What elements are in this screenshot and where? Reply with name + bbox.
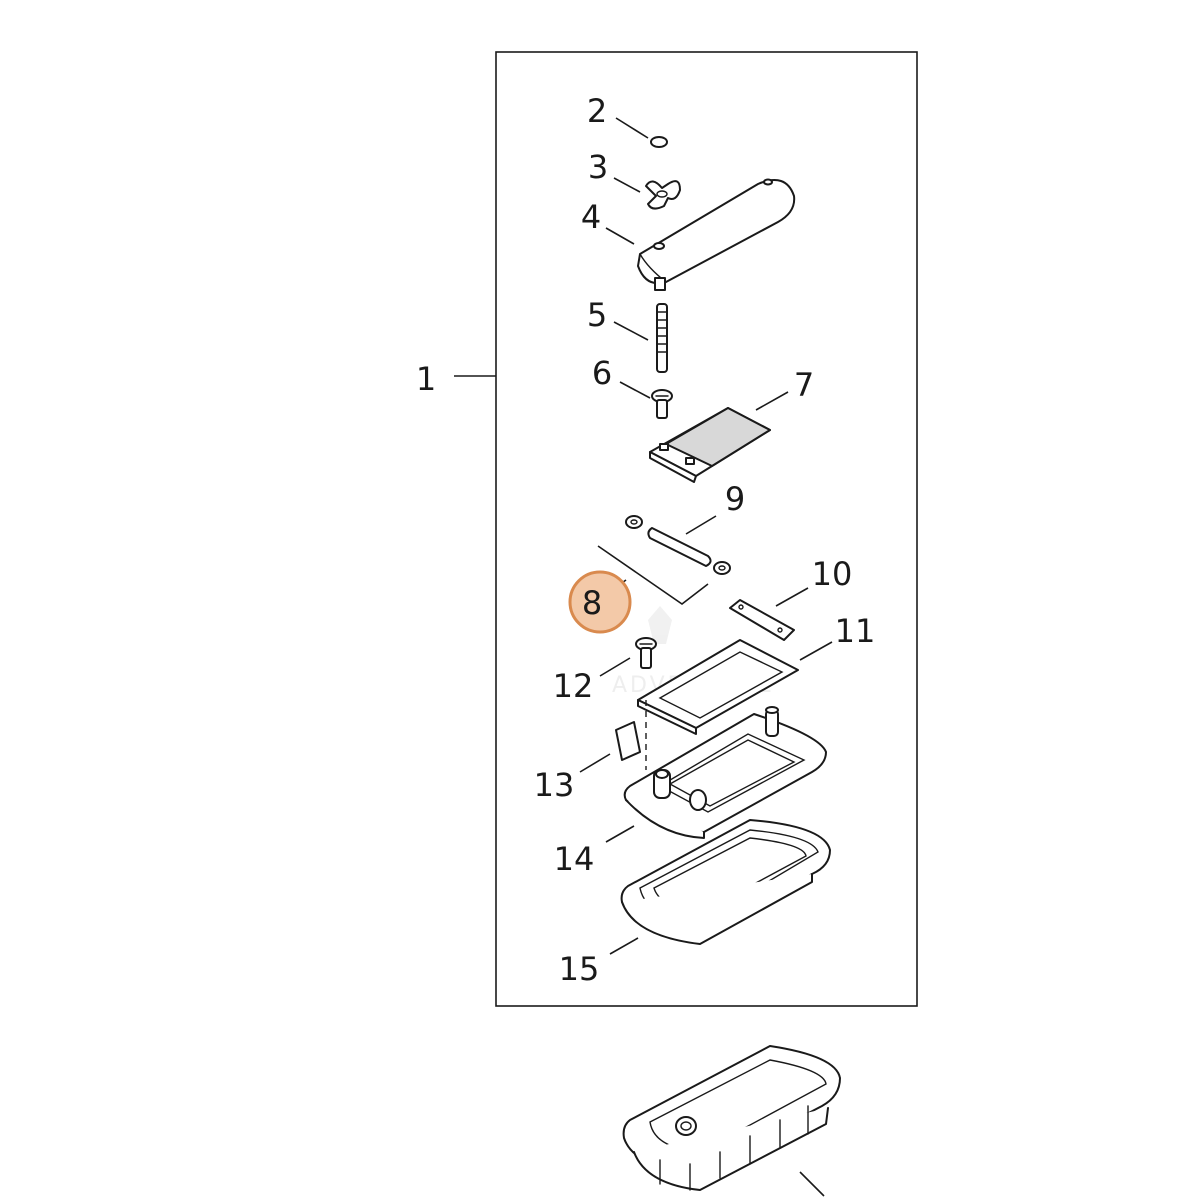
callout-7[interactable]: 7 <box>794 366 814 404</box>
callout-8-highlight <box>568 570 632 634</box>
callout-11[interactable]: 11 <box>835 612 876 650</box>
part-14-lamp-housing <box>623 706 827 839</box>
callout-12[interactable]: 12 <box>553 667 594 705</box>
part-5-stud <box>656 303 668 373</box>
part-15-base-seal <box>620 819 831 945</box>
part-9-pin-set <box>625 515 731 575</box>
part-3-wing-nut <box>645 180 681 210</box>
callout-2[interactable]: 2 <box>587 92 607 130</box>
assembly-frame <box>495 51 918 1007</box>
callout-8[interactable]: 8 <box>582 584 602 622</box>
part-7-lens-plate <box>649 407 771 483</box>
assembled-lamp-view <box>622 1045 841 1197</box>
callout-6[interactable]: 6 <box>592 354 612 392</box>
callout-10[interactable]: 10 <box>812 555 853 593</box>
part-6-screw <box>651 389 673 419</box>
callout-9[interactable]: 9 <box>725 480 745 518</box>
part-4-top-cover <box>637 178 796 291</box>
callout-13[interactable]: 13 <box>534 766 575 804</box>
part-10-contact-plate <box>729 599 795 641</box>
part-11-gasket-frame <box>637 639 799 735</box>
callout-4[interactable]: 4 <box>581 198 601 236</box>
part-13-label <box>615 721 641 761</box>
part-8-bracket <box>597 545 709 605</box>
callout-3[interactable]: 3 <box>588 148 608 186</box>
callout-14[interactable]: 14 <box>554 840 595 878</box>
part-12-screw <box>635 637 657 669</box>
callout-1[interactable]: 1 <box>416 360 436 398</box>
callout-5[interactable]: 5 <box>587 296 607 334</box>
callout-15[interactable]: 15 <box>559 950 600 988</box>
part-2-o-ring <box>650 136 668 148</box>
